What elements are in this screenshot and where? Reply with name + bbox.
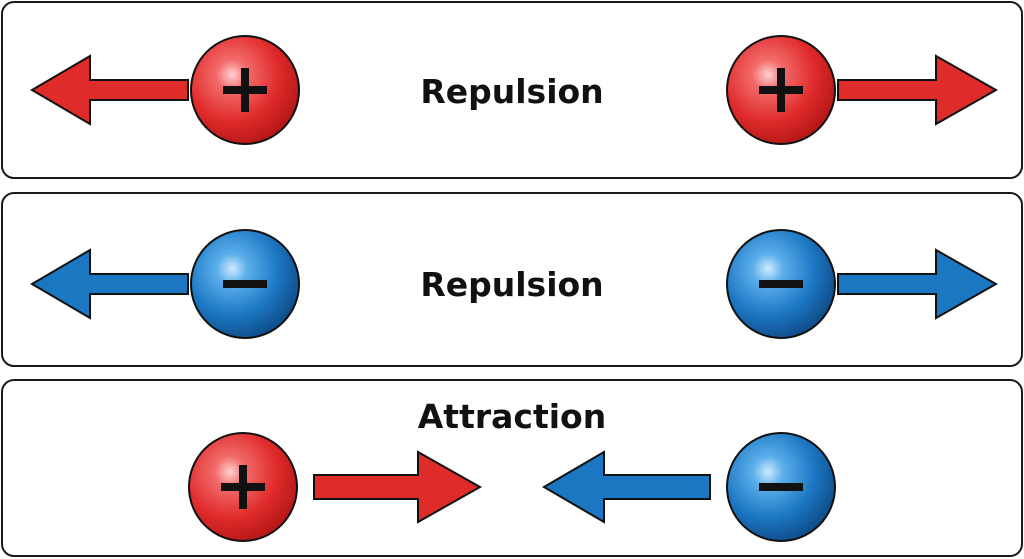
panel-label: Repulsion: [420, 265, 603, 304]
arrow-pointing-right: [313, 450, 483, 524]
panel-attraction: Attraction: [1, 379, 1023, 557]
panel-label: Attraction: [418, 397, 606, 436]
left-arrow-pointing-left: [30, 54, 189, 126]
panel-repulsion-negative: Repulsion: [1, 192, 1023, 367]
panel-repulsion-positive: Repulsion: [1, 1, 1023, 179]
right-arrow-pointing-right: [837, 248, 999, 320]
right-arrow-pointing-right: [837, 54, 999, 126]
plus-sign-icon: [223, 68, 267, 112]
minus-sign-icon: [759, 483, 803, 491]
left-arrow-pointing-left: [30, 248, 189, 320]
minus-sign-icon: [759, 280, 803, 288]
plus-sign-icon: [221, 465, 265, 509]
arrow-pointing-left: [542, 450, 711, 524]
panel-label: Repulsion: [420, 72, 603, 111]
minus-sign-icon: [223, 280, 267, 288]
plus-sign-icon: [759, 68, 803, 112]
